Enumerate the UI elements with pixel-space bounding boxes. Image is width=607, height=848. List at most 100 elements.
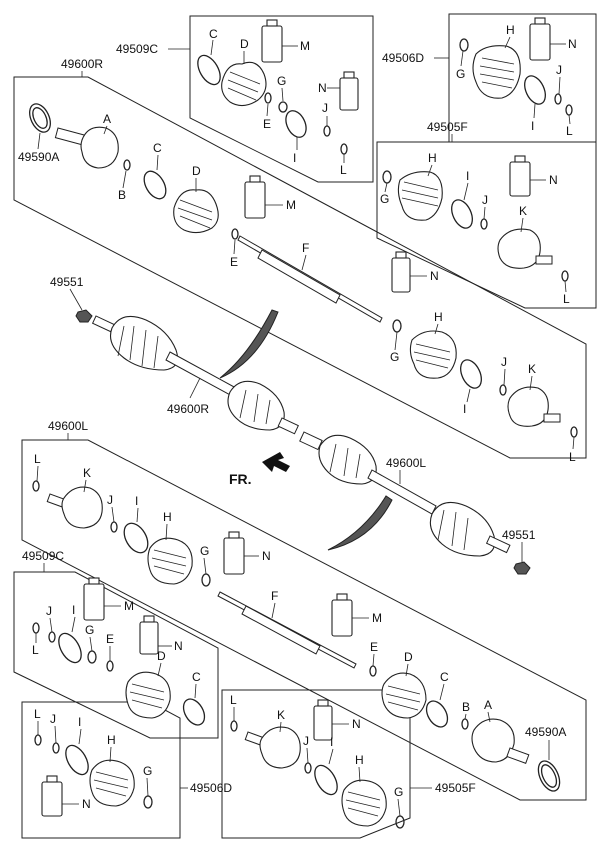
letter-j: J: [556, 63, 562, 77]
letter-i: I: [135, 494, 138, 508]
box-49506d-top: [448, 13, 597, 143]
letter-m: M: [372, 611, 382, 625]
group-49505f-bot-parts: L K N J I H G: [230, 693, 405, 829]
letter-h: H: [506, 23, 515, 37]
letter-g: G: [277, 74, 286, 88]
letter-j: J: [107, 493, 113, 507]
letter-a: A: [103, 112, 111, 126]
label-49600r-shaft: 49600R: [167, 402, 209, 416]
label-49505f-top: 49505F: [427, 120, 468, 134]
group-49505f-top-parts: G H I J N K L: [380, 151, 570, 306]
letter-l: L: [34, 707, 41, 721]
label-49600r-group: 49600R: [61, 57, 103, 71]
label-49505f-bot: 49505F: [435, 781, 476, 795]
letter-b: B: [462, 700, 470, 714]
letter-g: G: [456, 67, 465, 81]
letter-i: I: [531, 119, 534, 133]
group-49600r-parts: 49590A A B C D M E F N: [18, 103, 578, 464]
group-49506d-bot-parts: L J I H N G: [34, 707, 153, 817]
letter-h: H: [107, 733, 116, 747]
label-49509c-top: 49509C: [116, 42, 158, 56]
letter-l: L: [230, 693, 237, 707]
letter-j: J: [501, 355, 507, 369]
letter-k: K: [528, 362, 536, 376]
box-49600r: [13, 76, 587, 459]
letter-i: I: [463, 402, 466, 416]
letter-j: J: [50, 712, 56, 726]
label-49600l-shaft: 49600L: [386, 456, 426, 470]
label-49506d-top: 49506D: [382, 51, 424, 65]
letter-i: I: [293, 151, 296, 165]
box-49509c-bot: [13, 571, 219, 739]
letter-l: L: [563, 292, 570, 306]
label-49590a-l: 49590A: [525, 725, 566, 739]
letter-d: D: [404, 650, 413, 664]
letter-i: I: [78, 715, 81, 729]
letter-n: N: [549, 173, 558, 187]
letter-m: M: [286, 198, 296, 212]
letter-m: M: [124, 599, 134, 613]
bracket-arc-lower: [327, 495, 393, 551]
letter-l: L: [569, 450, 576, 464]
box-49509c-top: [189, 15, 374, 183]
fr-arrow-icon: [262, 452, 290, 472]
letter-j: J: [482, 193, 488, 207]
letter-e: E: [106, 632, 114, 646]
letter-g: G: [394, 785, 403, 799]
letter-n: N: [82, 797, 91, 811]
letter-h: H: [428, 151, 437, 165]
letter-j: J: [46, 604, 52, 618]
letter-d: D: [192, 164, 201, 178]
label-49600l-group: 49600L: [48, 419, 88, 433]
letter-h: H: [163, 510, 172, 524]
letter-h: H: [434, 310, 443, 324]
letter-g: G: [390, 350, 399, 364]
letter-c: C: [440, 670, 449, 684]
letter-j: J: [303, 734, 309, 748]
letter-g: G: [85, 623, 94, 637]
letter-n: N: [174, 639, 183, 653]
letter-g: G: [380, 192, 389, 206]
letter-e: E: [263, 117, 271, 131]
letter-e: E: [230, 255, 238, 269]
group-49509c-bot-parts: M L J I G N E D C: [32, 577, 206, 726]
letter-c: C: [192, 670, 201, 684]
letter-g: G: [143, 764, 152, 778]
fr-label: FR.: [229, 471, 252, 487]
letter-n: N: [430, 269, 439, 283]
front-direction-indicator: FR.: [229, 452, 290, 487]
group-49509c-top-parts: C D E G M N I J L: [197, 19, 359, 177]
letter-g: G: [200, 544, 209, 558]
letter-c: C: [153, 141, 162, 155]
letter-k: K: [83, 466, 91, 480]
letter-l: L: [566, 124, 573, 138]
letter-i: I: [330, 735, 333, 749]
letter-n: N: [352, 717, 361, 731]
letter-f: F: [271, 589, 278, 603]
letter-l: L: [340, 163, 347, 177]
letter-k: K: [519, 204, 527, 218]
label-49509c-bot: 49509C: [22, 549, 64, 563]
bracket-arc-upper: [219, 309, 279, 379]
letter-d: D: [157, 649, 166, 663]
label-49506d-bot: 49506D: [190, 781, 232, 795]
letter-i: I: [466, 169, 469, 183]
group-49600l-parts: L K J I H G N F M E: [32, 452, 566, 792]
letter-f: F: [302, 241, 309, 255]
letter-e: E: [370, 640, 378, 654]
box-49505f-top: [376, 141, 597, 309]
box-49600l: [21, 439, 587, 801]
letter-j: J: [322, 101, 328, 115]
letter-h: H: [355, 753, 364, 767]
letter-k: K: [277, 708, 285, 722]
letter-n: N: [262, 549, 271, 563]
letter-a: A: [484, 698, 492, 712]
group-49506d-top-parts: G H N I J L: [456, 17, 577, 138]
label-49551-top: 49551: [50, 275, 84, 289]
letter-l: L: [32, 643, 39, 657]
letter-n: N: [568, 37, 577, 51]
letter-n: N: [318, 81, 327, 95]
letter-l: L: [34, 452, 41, 466]
letter-i: I: [72, 603, 75, 617]
